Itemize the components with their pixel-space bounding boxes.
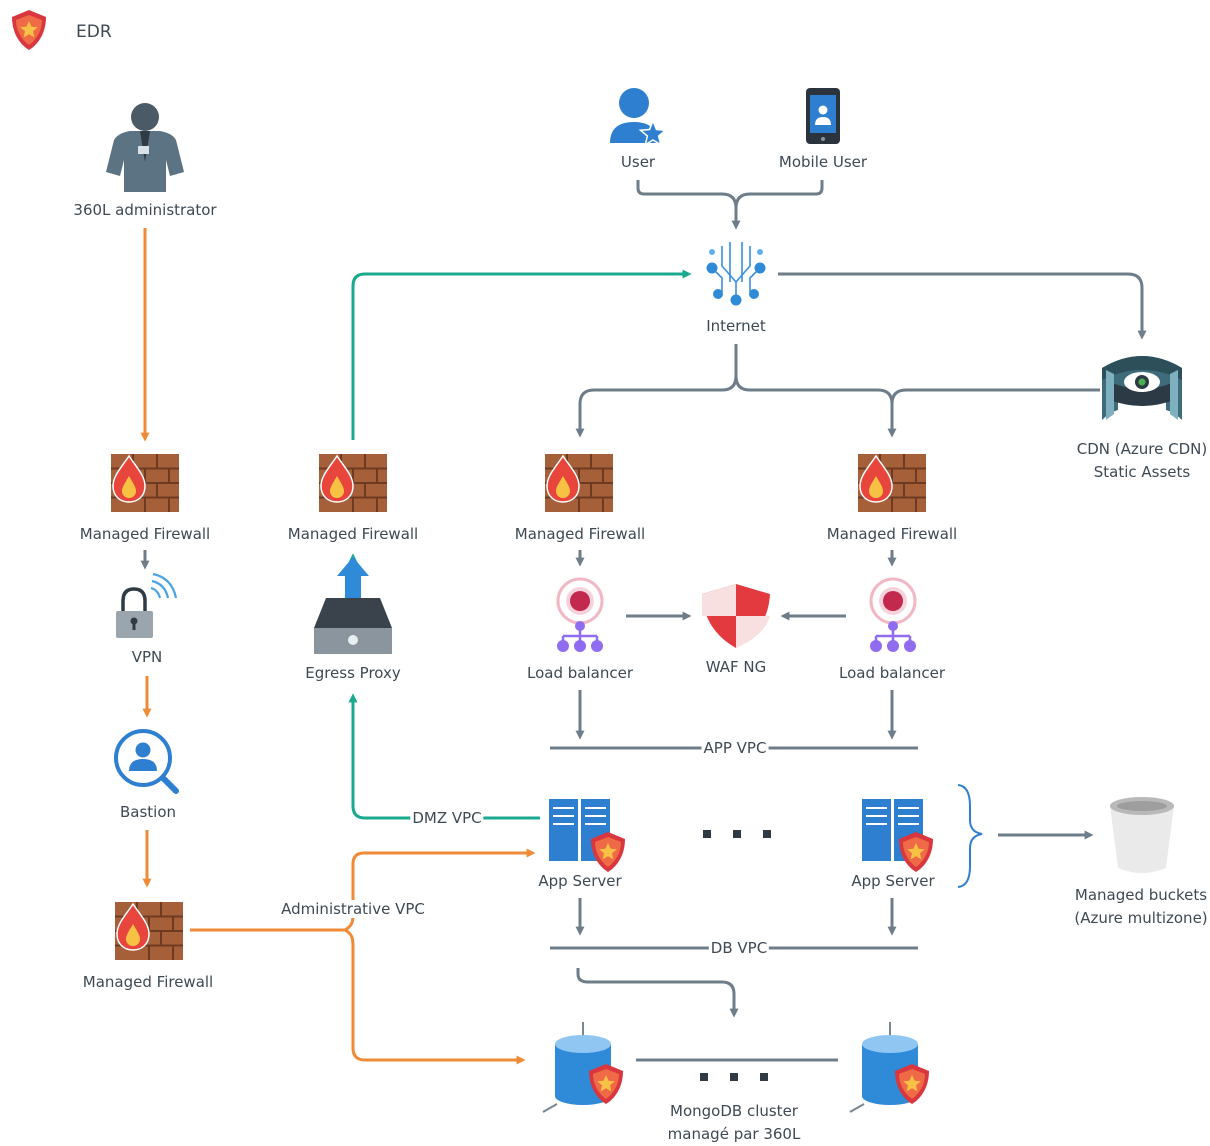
firewall-icon [857,453,927,513]
app-servers-ellipsis [692,830,782,838]
firewall-egress-label: Managed Firewall [287,525,419,543]
load-balancer-right-label: Load balancer [839,664,945,682]
load-balancer-icon [555,577,605,654]
cdn-label: CDN (Azure CDN) Static Assets [1076,440,1208,481]
shield-star-icon [591,832,625,872]
firewall-icon [318,453,388,513]
connector-loadbalancers-to-app-vpc [575,690,897,740]
connector-dmz-vpc [348,693,540,820]
firewall-left-label: Managed Firewall [514,525,646,543]
shield-star-icon [12,10,46,50]
bastion-search-icon [114,729,179,794]
app-vpc-label: APP VPC [701,739,769,757]
db-vpc-label: DB VPC [708,939,770,957]
mobile-user-label: Mobile User [778,153,868,171]
firewall-right-label: Managed Firewall [826,525,958,543]
network-icon [706,242,766,306]
user-icon [610,88,668,147]
connector-apps-to-db-vpc [575,898,897,936]
mongodb-cluster-label: MongoDB cluster managé par 360L [667,1102,801,1143]
connector-db-vpc-to-cluster [576,968,739,1018]
app-server-right-label: App Server [851,872,935,890]
shield-star-icon [899,832,933,872]
app-server-left-label: App Server [538,872,622,890]
firewall-bottom-label: Managed Firewall [82,973,214,991]
egress-proxy-label: Egress Proxy [305,664,401,682]
db-nodes-ellipsis [689,1073,779,1081]
load-balancer-icon [868,577,918,654]
administrator-icon [106,103,184,192]
cdn-eye-icon [1102,356,1182,420]
firewall-admin-label: Managed Firewall [79,525,211,543]
connector-firewalls-to-loadbalancers [575,550,897,567]
managed-buckets-label: Managed buckets (Azure multizone) [1074,886,1208,927]
firewall-icon [110,453,180,513]
connector-internet-to-cdn [778,272,1147,340]
user-label: User [620,153,656,171]
dmz-vpc-label: DMZ VPC [410,809,484,827]
internet-label: Internet [706,317,766,335]
admin-label: 360L administrator [73,201,217,219]
bastion-label: Bastion [119,803,177,821]
connector-users-to-internet [636,180,824,230]
administrative-vpc-label: Administrative VPC [279,900,427,918]
egress-proxy-icon [314,557,392,654]
mobile-phone-icon [806,88,840,144]
app-servers-brace [957,784,983,888]
firewall-icon [544,453,614,513]
vpn-label: VPN [131,648,163,666]
load-balancer-left-label: Load balancer [527,664,633,682]
app-title: EDR [76,22,112,42]
connector-administrative-vpc [190,848,536,1065]
firewall-icon [114,901,184,961]
waf-shield-icon [702,584,770,648]
connector-egress-to-internet [351,269,692,440]
waf-label: WAF NG [705,658,767,676]
lock-wifi-icon [116,572,178,638]
bucket-icon [1110,797,1174,873]
connector-internet-to-firewalls [575,344,1100,438]
